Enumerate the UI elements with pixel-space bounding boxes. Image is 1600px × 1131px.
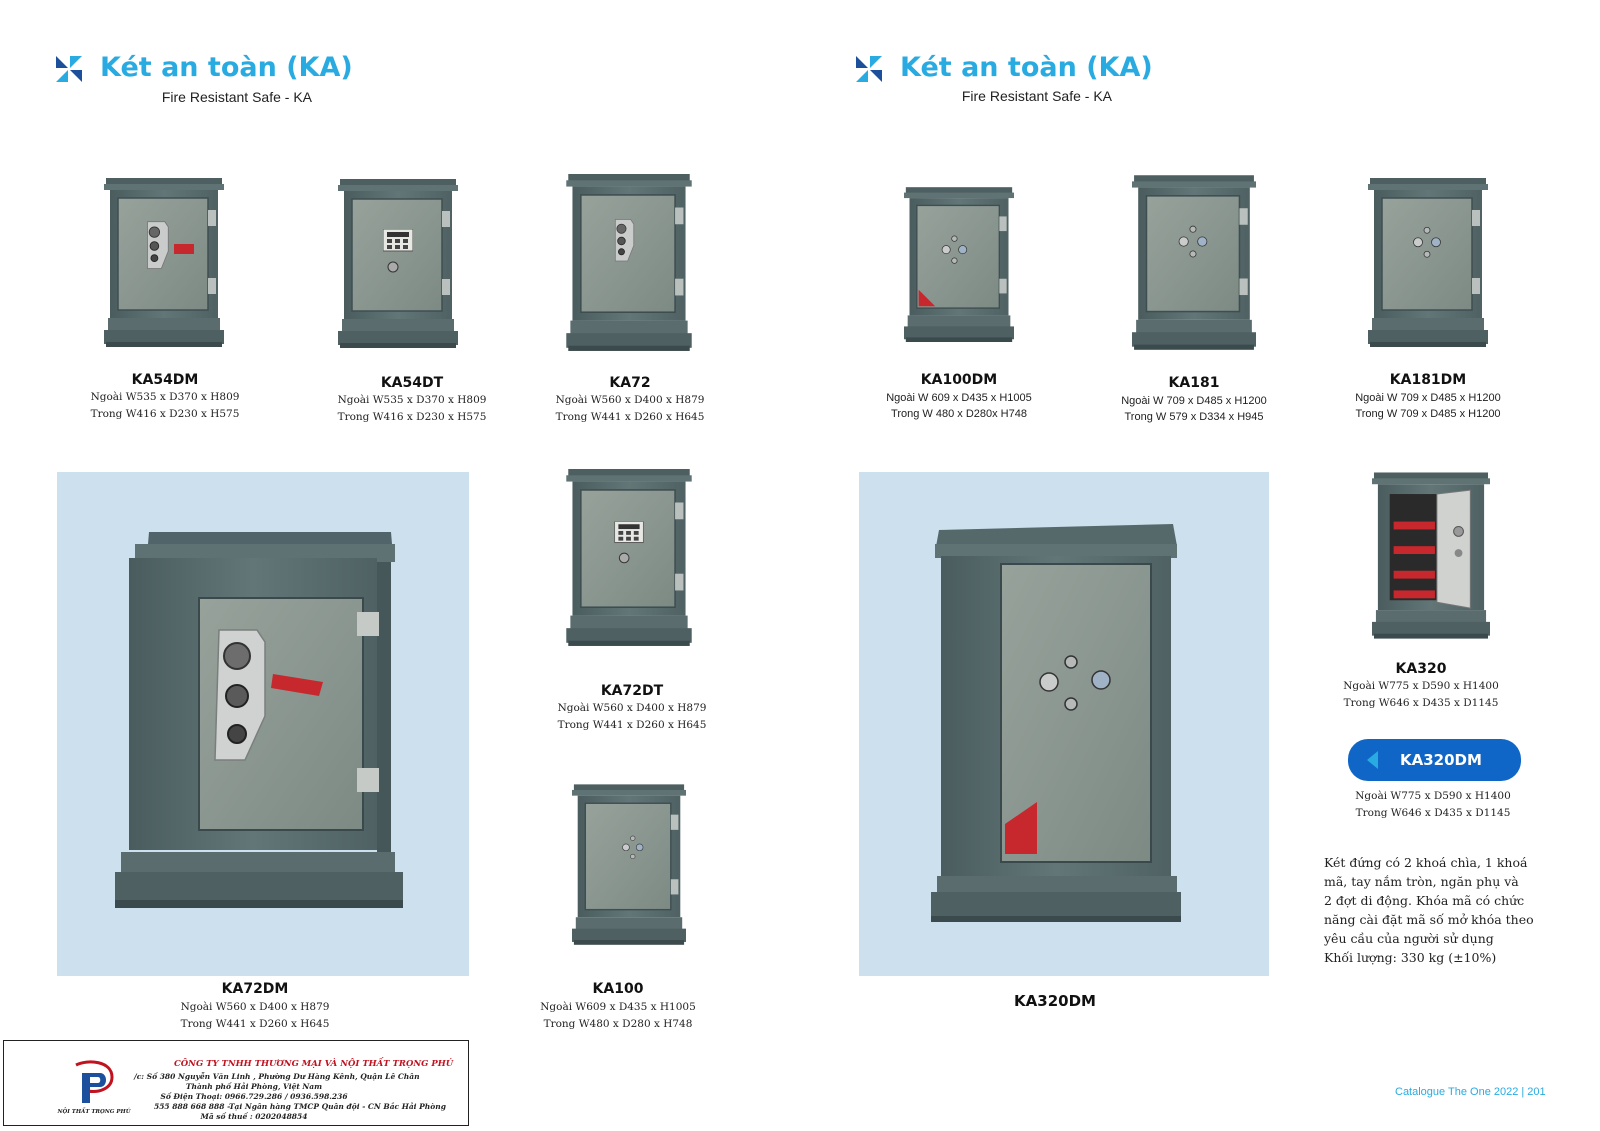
company-logo-icon bbox=[68, 1059, 118, 1109]
product-name-ka100: KA100 bbox=[592, 981, 644, 997]
photo-panel-ka320dm bbox=[859, 472, 1269, 976]
product-name-ka72dt: KA72DT bbox=[600, 683, 664, 699]
product-outer-ka100dm: Ngoài W 609 x D435 x H1005 bbox=[886, 392, 1032, 404]
left-header-title: Két an toàn (KA) bbox=[100, 52, 353, 83]
safe-image-ka181dm bbox=[1368, 174, 1488, 352]
safe-image-ka100dm bbox=[904, 180, 1014, 350]
description-line: năng cài đặt mã số mở khóa theo bbox=[1324, 912, 1534, 927]
product-name-ka54dt: KA54DT bbox=[380, 375, 444, 391]
product-name-ka54dm: KA54DM bbox=[131, 372, 199, 388]
product-inner-ka54dm: Trong W416 x D230 x H575 bbox=[90, 408, 240, 420]
product-outer-ka72dt: Ngoài W560 x D400 x H879 bbox=[557, 702, 707, 714]
safe-image-ka72dt bbox=[566, 469, 692, 647]
safe-image-ka72 bbox=[566, 174, 692, 352]
description-line: Két đứng có 2 khoá chìa, 1 khoá bbox=[1324, 855, 1528, 870]
product-name-ka100dm: KA100DM bbox=[920, 372, 998, 388]
product-inner-ka181dm: Trong W 709 x D485 x H1200 bbox=[1355, 408, 1501, 420]
right-header-logo-icon bbox=[856, 56, 882, 82]
product-inner-ka100: Trong W480 x D280 x H748 bbox=[543, 1018, 693, 1030]
safe-image-ka181 bbox=[1132, 174, 1256, 352]
safe-image-ka320 bbox=[1372, 468, 1490, 644]
company-tax: Mã số thuế : 0202048854 bbox=[200, 1112, 308, 1121]
description-line: mã, tay nắm tròn, ngăn phụ và bbox=[1324, 874, 1519, 889]
right-header-title: Két an toàn (KA) bbox=[900, 52, 1153, 83]
safe-image-ka100 bbox=[572, 777, 686, 953]
product-name-ka181: KA181 bbox=[1168, 375, 1220, 391]
featured-outer: Ngoài W775 x D590 x H1400 bbox=[1355, 790, 1511, 802]
product-name-ka320: KA320 bbox=[1395, 661, 1447, 677]
product-outer-ka72: Ngoài W560 x D400 x H879 bbox=[555, 394, 705, 406]
description-line: 2 đợt di động. Khóa mã có chức bbox=[1324, 893, 1525, 908]
safe-image-ka54dt bbox=[338, 178, 458, 350]
company-info-box: NỘI THẤT TRỌNG PHÚ CÔNG TY TNHH THƯƠNG M… bbox=[3, 1040, 469, 1126]
product-outer-ka72dm: Ngoài W560 x D400 x H879 bbox=[180, 1001, 330, 1013]
description-line: yêu cầu của người sử dụng bbox=[1324, 931, 1494, 946]
right-header-subtitle: Fire Resistant Safe - KA bbox=[961, 88, 1112, 104]
product-outer-ka320: Ngoài W775 x D590 x H1400 bbox=[1343, 680, 1499, 692]
product-outer-ka181: Ngoài W 709 x D485 x H1200 bbox=[1121, 395, 1267, 407]
product-name-ka72: KA72 bbox=[609, 375, 651, 391]
company-address: /c: Số 380 Nguyễn Văn Linh , Phường Dư H… bbox=[134, 1072, 420, 1081]
featured-inner: Trong W646 x D435 x D1145 bbox=[1355, 807, 1511, 819]
product-inner-ka100dm: Trong W 480 x D280x H748 bbox=[891, 408, 1027, 420]
product-inner-ka320: Trong W646 x D435 x D1145 bbox=[1343, 697, 1499, 709]
left-header-logo-icon bbox=[56, 56, 82, 82]
product-name-ka72dm: KA72DM bbox=[221, 981, 289, 997]
safe-image-ka320dm bbox=[931, 524, 1181, 922]
safe-image-ka54dm bbox=[104, 176, 224, 350]
company-phone: Số Điện Thoại: 0966.729.286 / 0936.598.2… bbox=[160, 1092, 348, 1101]
company-city: Thành phố Hải Phòng, Việt Nam bbox=[185, 1082, 323, 1091]
product-outer-ka54dm: Ngoài W535 x D370 x H809 bbox=[90, 391, 240, 403]
company-name: CÔNG TY TNHH THƯƠNG MẠI VÀ NỘI THẤT TRỌN… bbox=[174, 1059, 454, 1069]
featured-model-pill: KA320DM bbox=[1348, 739, 1521, 781]
photo-panel-ka72dm bbox=[57, 472, 469, 976]
product-inner-ka72dm: Trong W441 x D260 x H645 bbox=[180, 1018, 330, 1030]
company-bank: 555 888 668 888 -Tại Ngân hàng TMCP Quân… bbox=[154, 1102, 446, 1111]
product-name-ka181dm: KA181DM bbox=[1389, 372, 1467, 388]
product-inner-ka54dt: Trong W416 x D230 x H575 bbox=[337, 411, 487, 423]
product-outer-ka100: Ngoài W609 x D435 x H1005 bbox=[540, 1001, 696, 1013]
description-line: Khối lượng: 330 kg (±10%) bbox=[1324, 950, 1497, 965]
product-inner-ka72: Trong W441 x D260 x H645 bbox=[555, 411, 705, 423]
product-name-ka320dm-big: KA320DM bbox=[1014, 992, 1096, 1010]
product-outer-ka181dm: Ngoài W 709 x D485 x H1200 bbox=[1355, 392, 1501, 404]
featured-model-label: KA320DM bbox=[1400, 751, 1482, 769]
arrow-left-icon bbox=[1367, 751, 1378, 769]
logo-caption: NỘI THẤT TRỌNG PHÚ bbox=[57, 1109, 131, 1115]
product-outer-ka54dt: Ngoài W535 x D370 x H809 bbox=[337, 394, 487, 406]
product-inner-ka181: Trong W 579 x D334 x H945 bbox=[1124, 411, 1264, 423]
product-inner-ka72dt: Trong W441 x D260 x H645 bbox=[557, 719, 707, 731]
catalogue-page-number: Catalogue The One 2022 | 201 bbox=[1395, 1086, 1546, 1098]
safe-image-ka72dm bbox=[115, 532, 403, 908]
featured-description: Két đứng có 2 khoá chìa, 1 khoá mã, tay … bbox=[1324, 853, 1574, 967]
left-header-subtitle: Fire Resistant Safe - KA bbox=[161, 89, 312, 105]
